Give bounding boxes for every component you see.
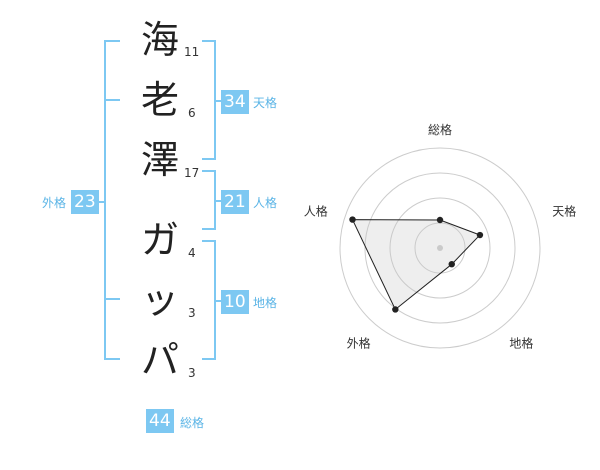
radar-center-dot bbox=[437, 245, 443, 251]
radar-ring-3 bbox=[364, 172, 516, 324]
gaikaku-label: 外格 bbox=[42, 196, 67, 210]
gaikaku-bracket bbox=[104, 40, 120, 360]
name-char-5: ッ bbox=[140, 278, 179, 322]
radar-series-polygon bbox=[351, 219, 481, 311]
gaikaku-bracket-tick-2 bbox=[104, 298, 120, 300]
name-char-4: ガ bbox=[140, 218, 179, 262]
radar-ring-2 bbox=[389, 197, 491, 299]
stroke-count-4: 4 bbox=[188, 246, 196, 260]
gaikaku-value-badge: 23 bbox=[71, 190, 99, 214]
jinkaku-value-badge: 21 bbox=[221, 190, 249, 214]
name-char-3: 澤 bbox=[140, 138, 179, 182]
tenkaku-label: 天格 bbox=[253, 96, 278, 110]
chikaku-value-badge: 10 bbox=[221, 290, 249, 314]
radar-axis-label-2: 天格 bbox=[552, 204, 576, 219]
stroke-count-6: 3 bbox=[188, 366, 196, 380]
stroke-count-1: 11 bbox=[184, 45, 200, 59]
name-char-2: 老 bbox=[140, 78, 179, 122]
radar-axis-label-1: 総格 bbox=[428, 122, 452, 137]
jinkaku-label: 人格 bbox=[253, 196, 278, 210]
radar-axis-label-3: 地格 bbox=[509, 335, 533, 350]
radar-axis-label-5: 人格 bbox=[304, 204, 328, 219]
radar-axis-label-4: 外格 bbox=[347, 335, 371, 350]
stroke-count-2: 6 bbox=[188, 106, 196, 120]
tenkaku-value-badge: 34 bbox=[221, 90, 249, 114]
jinkaku-connector bbox=[214, 200, 222, 202]
name-char-1: 海 bbox=[140, 18, 179, 62]
radar-point-1 bbox=[436, 216, 444, 224]
radar-point-4 bbox=[392, 306, 399, 313]
stroke-count-5: 3 bbox=[188, 306, 196, 320]
radar-point-5 bbox=[349, 216, 356, 223]
stroke-count-3: 17 bbox=[184, 166, 200, 180]
chikaku-label: 地格 bbox=[253, 296, 278, 310]
name-char-6: パ bbox=[140, 338, 179, 382]
gaikaku-bracket-connector bbox=[96, 201, 106, 203]
soukaku-label: 総格 bbox=[180, 416, 205, 430]
radar-point-3 bbox=[448, 260, 455, 268]
soukaku-value-badge: 44 bbox=[146, 409, 174, 433]
radar-point-2 bbox=[476, 231, 484, 239]
chikaku-connector bbox=[214, 300, 222, 302]
tenkaku-connector bbox=[214, 100, 222, 102]
gaikaku-bracket-tick-1 bbox=[104, 99, 120, 101]
